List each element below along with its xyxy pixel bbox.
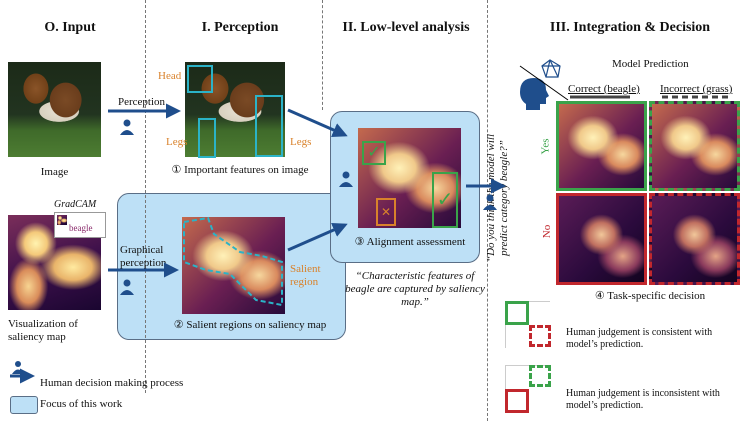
matrix-cell-no-correct	[556, 193, 647, 285]
gradcam-label: GradCAM	[54, 199, 97, 210]
consistent-text: Human judgement is consistent with model…	[566, 327, 713, 350]
saliency-label: Visualization of saliency map	[8, 318, 78, 343]
correct-label: Correct (beagle)	[568, 83, 640, 95]
person-icon-perception	[120, 119, 134, 135]
incorrect-label: Incorrect (grass)	[660, 83, 733, 95]
header-perception: I. Perception	[201, 20, 279, 35]
human-head-icon	[520, 78, 549, 110]
front-legs-highlight-box	[198, 118, 216, 158]
legs-left-label: Legs	[166, 136, 188, 148]
head-highlight-box	[187, 65, 213, 93]
inconsistent-icon	[505, 365, 551, 413]
matrix-cell-no-incorrect	[649, 193, 740, 285]
alignment-quote: “Characteristic features of beagle are c…	[345, 270, 485, 308]
person-icon-legend	[12, 361, 24, 374]
salient-region-outline	[183, 216, 283, 307]
alignment-check-box-1: ✓	[362, 141, 386, 165]
gradcam-class-label: beagle	[69, 223, 93, 233]
salient-map	[182, 217, 285, 314]
salient-to-alignment-arrow	[287, 222, 348, 252]
features-caption: ① Important features on image	[171, 164, 309, 176]
header-integration: III. Integration & Decision	[549, 20, 711, 35]
perception-arrow-label: Perception	[118, 96, 166, 108]
graphical-perception-label: Graphical perception	[120, 244, 167, 269]
decision-caption: ④ Task-specific decision	[594, 290, 706, 302]
alignment-map	[358, 128, 461, 228]
features-image	[185, 62, 285, 157]
person-icon-graphical	[120, 279, 134, 295]
input-dog-image	[8, 62, 101, 157]
legend-focus-label: Focus of this work	[40, 398, 123, 410]
alignment-check-box-2: ✓	[432, 172, 458, 228]
image-label: Image	[40, 166, 69, 178]
gradcam-mini-heat	[57, 215, 67, 225]
gradcam-badge: GradCAM beagle	[54, 199, 106, 238]
alignment-caption: ③ Alignment assessment	[354, 236, 466, 248]
salient-region-label: Salient region	[290, 263, 321, 288]
features-to-alignment-arrow	[287, 108, 348, 138]
alignment-cross-box: ✕	[376, 198, 396, 226]
person-icon-alignment	[339, 171, 353, 187]
separator-1	[145, 0, 146, 393]
head-label: Head	[158, 70, 182, 82]
separator-3	[487, 0, 488, 421]
legs-right-label: Legs	[290, 136, 312, 148]
legend-process-label: Human decision making process	[40, 377, 184, 389]
inconsistent-text: Human judgement is inconsistent with mod…	[566, 388, 720, 411]
model-prediction-label: Model Prediction	[612, 58, 689, 70]
separator-2	[322, 0, 323, 110]
person-icon-decision	[483, 194, 497, 210]
header-lowlevel: II. Low-level analysis	[342, 20, 470, 35]
matrix-cell-yes-correct	[556, 101, 647, 191]
header-input: O. Input	[44, 20, 96, 35]
salient-caption: ② Salient regions on saliency map	[173, 319, 327, 331]
rear-legs-highlight-box	[255, 95, 283, 157]
legend-focus-swatch	[10, 396, 38, 414]
matrix-cell-yes-incorrect	[649, 101, 740, 191]
model-icon	[541, 59, 561, 78]
matrix-diagonal	[519, 65, 569, 101]
consistent-icon	[505, 301, 551, 348]
